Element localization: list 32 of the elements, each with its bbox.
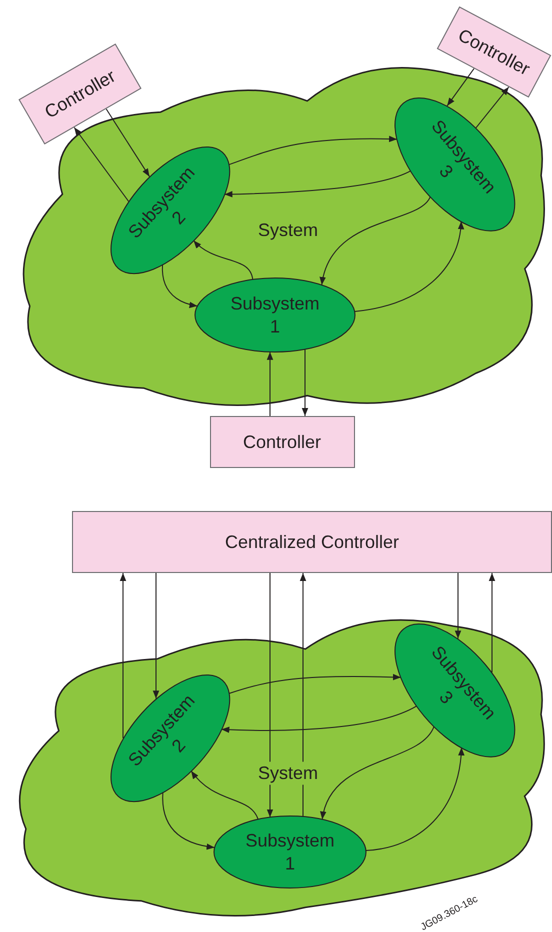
subsystem-ellipse (214, 816, 366, 888)
arrow (152, 572, 160, 700)
arrow (454, 572, 462, 640)
subsystem-ellipse (195, 278, 355, 352)
node-label: Subsystem 1 (229, 292, 321, 338)
arrow (162, 792, 216, 850)
arrow (74, 126, 130, 202)
arrow (321, 726, 435, 820)
node-label: Subsystem 1 (244, 830, 336, 874)
arrow (228, 136, 398, 166)
arrow (162, 264, 198, 308)
arrow (266, 572, 274, 818)
controller-box (72, 511, 552, 573)
arrow (488, 572, 496, 673)
arrow (190, 770, 259, 820)
arrow (365, 746, 464, 852)
controller-box (210, 416, 354, 468)
arrow (354, 220, 464, 312)
node-label: Centralized Controller (224, 530, 400, 554)
arrow (106, 108, 150, 178)
arrow (476, 86, 510, 128)
arrow (302, 348, 308, 416)
arrow (193, 240, 254, 280)
arrow (320, 196, 431, 286)
arrow (228, 674, 402, 694)
arrow (120, 572, 126, 739)
arrow (224, 170, 412, 198)
arrow (446, 68, 475, 106)
arrow (266, 351, 274, 416)
arrow (220, 705, 418, 733)
arrow (300, 572, 306, 818)
node-label: Controller (242, 430, 322, 454)
